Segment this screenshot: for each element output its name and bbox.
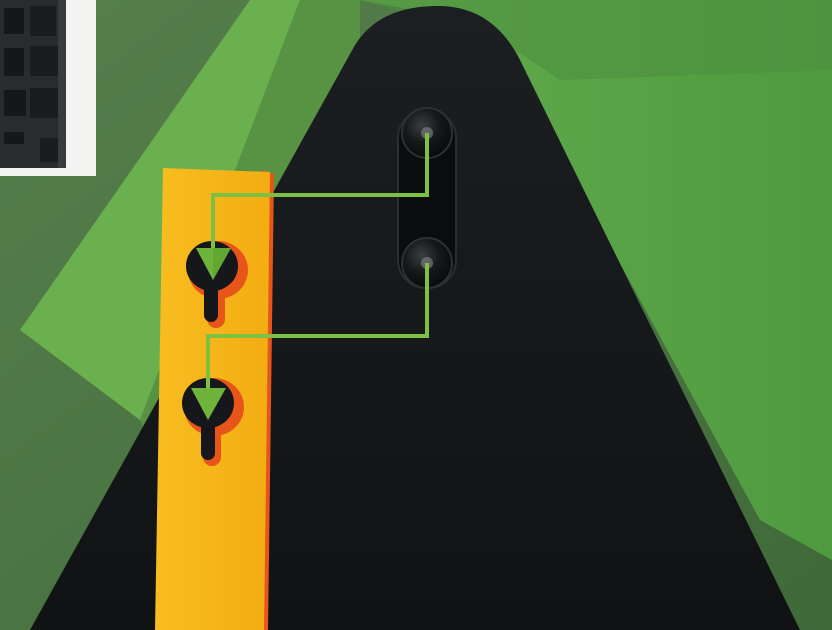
inset-photo	[0, 0, 96, 176]
